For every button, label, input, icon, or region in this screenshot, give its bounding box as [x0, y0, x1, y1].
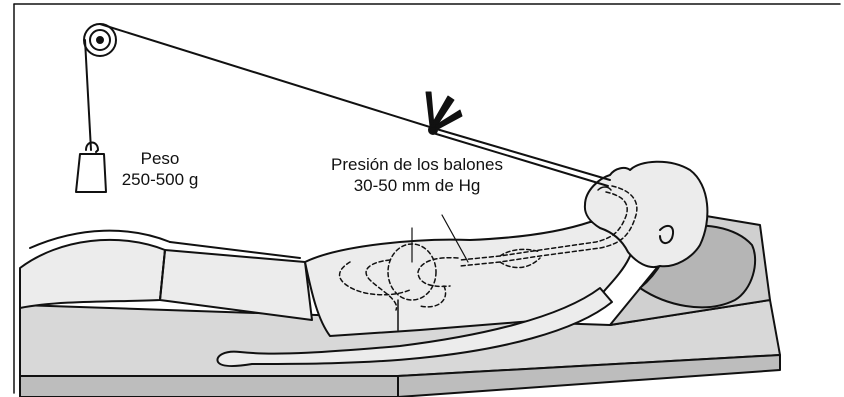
weight-label: Peso 250-500 g — [112, 148, 208, 190]
traction-cord — [100, 24, 433, 128]
balloon-pressure-label: Presión de los balones 30-50 mm de Hg — [318, 154, 516, 196]
weight-range: 250-500 g — [112, 169, 208, 190]
weight-cord — [85, 40, 91, 150]
balloon-pressure-range: 30-50 mm de Hg — [318, 175, 516, 196]
balloon-pressure-title: Presión de los balones — [318, 154, 516, 175]
clamp — [426, 92, 462, 134]
weight-title: Peso — [112, 148, 208, 169]
pulley — [84, 24, 116, 56]
